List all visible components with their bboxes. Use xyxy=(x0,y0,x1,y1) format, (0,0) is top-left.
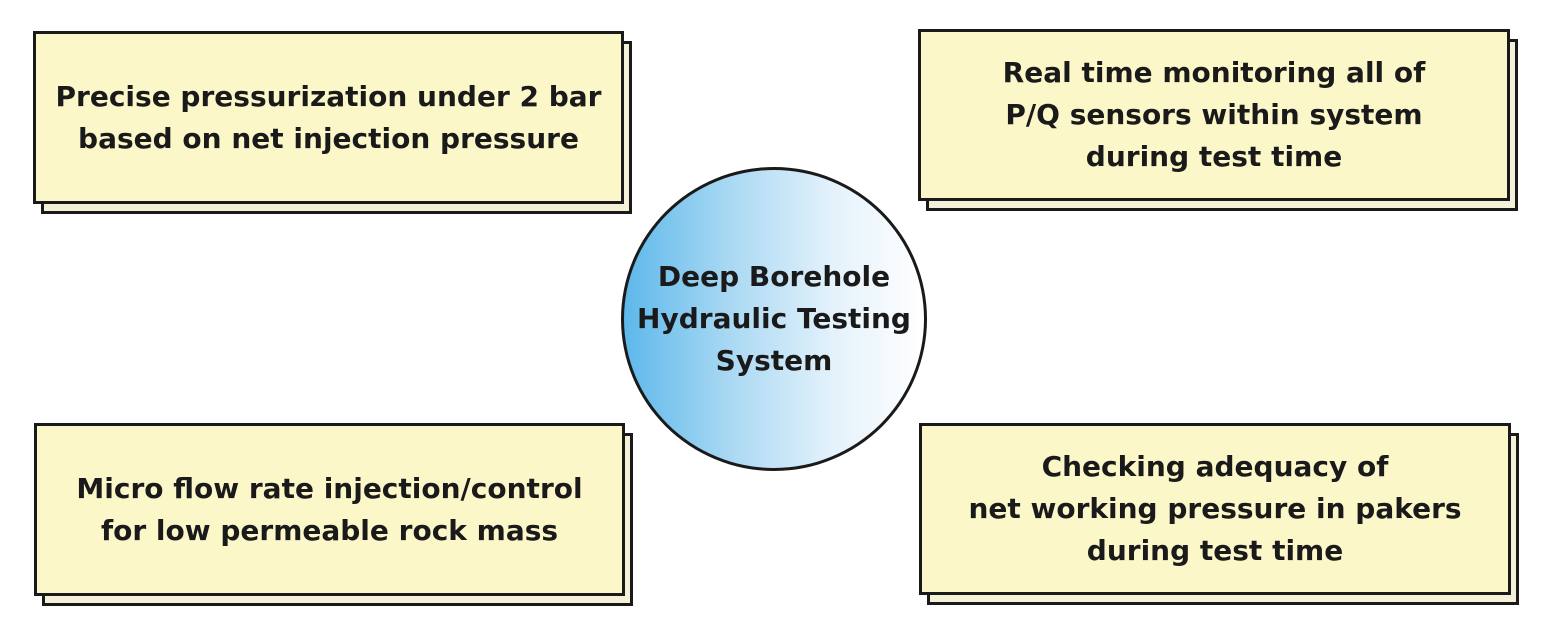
card-face: Precise pressurization under 2 bar based… xyxy=(33,31,624,204)
feature-card-monitoring: Real time monitoring all of P/Q sensors … xyxy=(918,29,1518,211)
feature-card-packer-pressure: Checking adequacy of net working pressur… xyxy=(919,423,1519,605)
card-text-line: during test time xyxy=(1086,534,1344,567)
card-face: Micro flow rate injection/control for lo… xyxy=(34,423,625,596)
card-text-line: P/Q sensors within system xyxy=(1005,98,1423,131)
card-text-line: Precise pressurization under 2 bar xyxy=(55,79,602,113)
card-face: Checking adequacy of net working pressur… xyxy=(919,423,1511,595)
card-text-line: Checking adequacy of xyxy=(1041,450,1389,483)
hub-text-line: Hydraulic Testing xyxy=(637,302,911,335)
card-text-line: for low permeable rock mass xyxy=(100,513,559,547)
card-text-line: net working pressure in pakers xyxy=(968,492,1462,525)
feature-card-pressurization: Precise pressurization under 2 bar based… xyxy=(33,31,632,214)
card-text-line: based on net injection pressure xyxy=(78,121,579,155)
card-text-line: Real time monitoring all of xyxy=(1002,56,1426,89)
feature-card-micro-flow: Micro flow rate injection/control for lo… xyxy=(34,423,633,606)
card-text-line: Micro flow rate injection/control xyxy=(76,471,583,505)
card-text-line: during test time xyxy=(1085,140,1343,173)
hub-text-line: System xyxy=(715,344,833,377)
hub-text-line: Deep Borehole xyxy=(657,260,891,293)
system-hub-circle: Deep Borehole Hydraulic Testing System xyxy=(621,167,927,471)
card-face: Real time monitoring all of P/Q sensors … xyxy=(918,29,1510,201)
